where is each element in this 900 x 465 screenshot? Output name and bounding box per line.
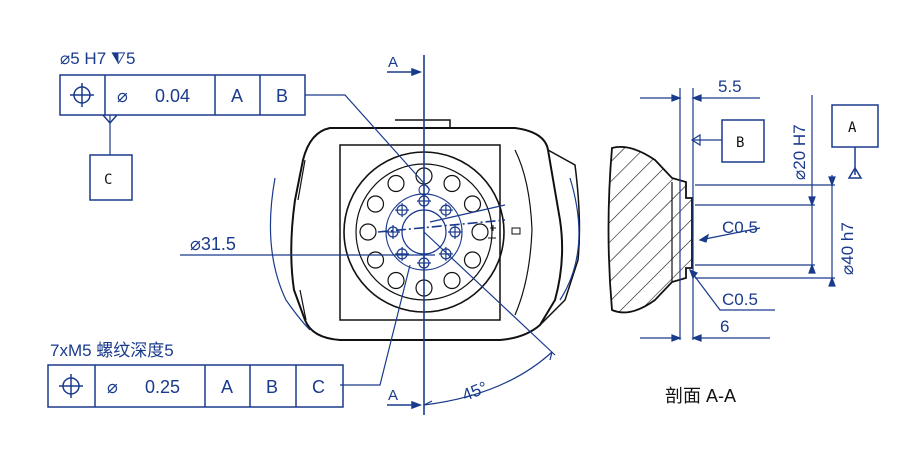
section-datum-b-label: B xyxy=(736,135,744,151)
bolt-pocket xyxy=(463,195,482,213)
feature-control-frame-top xyxy=(59,74,306,125)
dim-top: 5.5 xyxy=(718,77,742,96)
pcd-label: ⌀31.5 xyxy=(190,234,236,254)
bolt-pocket xyxy=(463,251,482,269)
frame-bottom-datum-a: A xyxy=(221,377,233,397)
bolt-pocket xyxy=(443,174,461,193)
center-lines xyxy=(377,55,506,415)
datum-c-box xyxy=(89,154,133,201)
frame-bottom-datum-b: B xyxy=(266,377,278,397)
section-mark-bottom: A xyxy=(388,387,398,404)
angle-dimension xyxy=(423,231,556,406)
frame-top-datum-b: B xyxy=(276,86,288,106)
bolt-pocket xyxy=(387,174,405,193)
bolt-pocket xyxy=(387,271,405,290)
section-mark-top: A xyxy=(388,54,398,71)
chamfer-bottom: C0.5 xyxy=(722,290,758,309)
section-datum-a-box xyxy=(831,104,879,179)
section-body xyxy=(607,145,693,314)
frame-bottom-diameter: ⌀ xyxy=(107,377,118,397)
chamfer-top: C0.5 xyxy=(722,218,758,237)
dia-40-label: ⌀40 h7 xyxy=(838,222,857,275)
section-datum-b-box xyxy=(721,119,765,163)
frame-bottom-datum-c: C xyxy=(312,377,325,397)
section-datum-a-label: A xyxy=(848,120,857,136)
bolt-pocket xyxy=(443,271,461,290)
datum-c-label: C xyxy=(104,172,112,188)
section-marks xyxy=(387,67,423,410)
frame-top-tolerance: 0.04 xyxy=(155,86,190,106)
feature-control-frame-bottom xyxy=(47,364,344,408)
bolt-pocket xyxy=(366,195,385,213)
frame-top-datum-a: A xyxy=(231,86,243,106)
frame-top-diameter: ⌀ xyxy=(117,86,128,106)
section-dimensions xyxy=(640,88,836,342)
frame-bottom-tolerance: 0.25 xyxy=(145,377,180,397)
bolt-pocket xyxy=(359,223,377,241)
angle-label: 45° xyxy=(459,378,490,405)
leader-lines xyxy=(109,94,506,386)
dim-bottom: 6 xyxy=(720,317,729,336)
hole-callout-top: ⌀5 H7 ⧨5 xyxy=(60,49,136,68)
thread-callout: 7xM5 螺纹深度5 xyxy=(50,341,174,360)
bolt-pocket xyxy=(471,223,489,241)
bolt-pocket xyxy=(366,251,385,269)
section-title: 剖面 A-A xyxy=(665,386,736,406)
flange-body-outline xyxy=(290,119,581,341)
dia-20-label: ⌀20 H7 xyxy=(790,124,809,180)
envelope-arcs xyxy=(269,177,580,331)
flange-marking-icon xyxy=(488,225,521,239)
